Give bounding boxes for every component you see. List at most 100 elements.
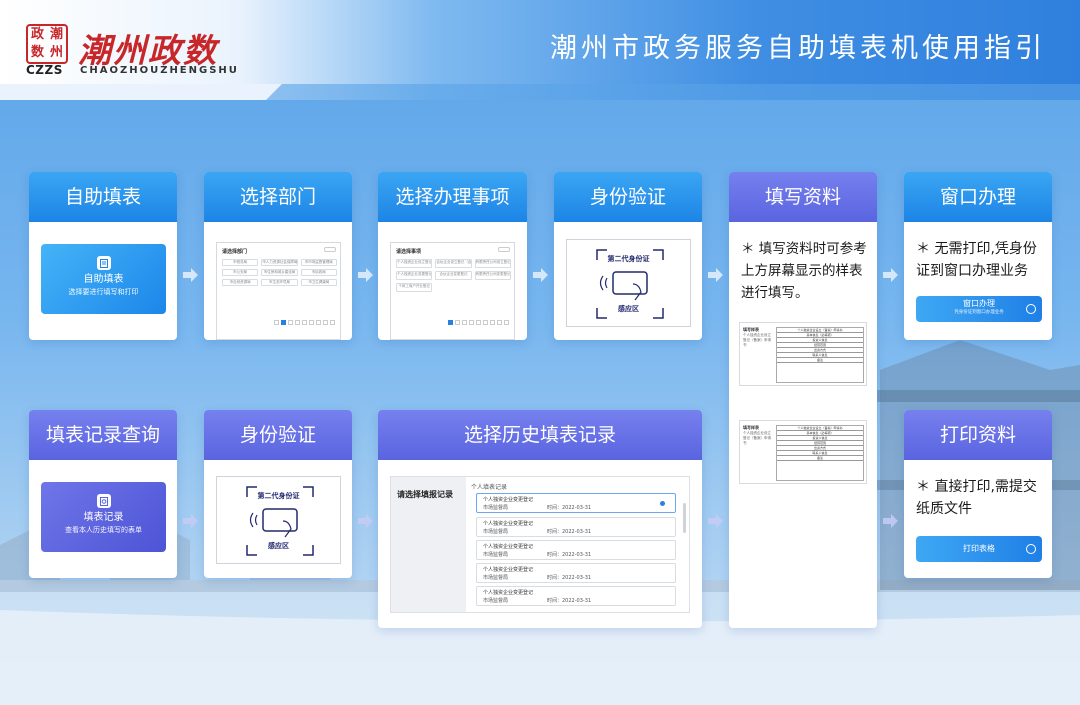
record-time: 时间：2022-03-31 — [547, 598, 592, 604]
logo-char: 州 — [49, 45, 63, 60]
mini-title: 请选择事项 — [396, 249, 422, 255]
record-name: 个人独资企业变更登记 — [483, 521, 534, 527]
form-sample-preview: 填写样表 个人独资企业设立登记（备案）申请书 个人独资企业设立（备案）申请书 基… — [739, 420, 867, 484]
panel-desc: 查看本人历史填写的表单 — [65, 526, 142, 534]
mini-title: 请选择部门 — [222, 249, 248, 255]
sample-side: 填写样表 个人独资企业设立登记（备案）申请书 — [743, 425, 773, 446]
logo-char: 潮 — [49, 27, 63, 42]
history-record[interactable]: 个人独资企业变更登记 市场监督局 时间：2022-03-31 — [476, 586, 676, 606]
step-window-card: 窗口办理 ＊ 无需打印,凭身份证到窗口办理业务 窗口办理 凭身份证到窗口办理业务 — [904, 172, 1052, 340]
pager[interactable] — [448, 320, 509, 325]
window-tip: ＊ 无需打印,凭身份证到窗口办理业务 — [916, 241, 1037, 279]
dept-item[interactable]: 市卫生健康局 — [300, 279, 337, 286]
step-print-card: 打印资料 ＊ 直接打印,需提交纸质文件 打印表格 — [904, 410, 1052, 578]
step-title: 身份验证 — [554, 172, 702, 222]
check-circle-icon — [1026, 544, 1036, 554]
record-name: 个人独资企业变更登记 — [483, 544, 534, 550]
record-dept: 市场监督局 — [483, 552, 509, 558]
sample-side-desc: 个人独资企业设立登记（备案）申请书 — [743, 333, 771, 347]
sample-form: 个人独资企业设立（备案）申请书 基本信息（必填项） 投资人信息 经营范围 出资方… — [776, 327, 864, 383]
sample-form-title: 个人独资企业设立（备案）申请书 — [777, 328, 863, 333]
sample-side-title: 填写样表 — [743, 425, 759, 430]
dept-item[interactable]: 市人力资源社会保障局 — [261, 259, 298, 266]
step-fill-info-card: 填写资料 ＊ 填写资料时可参考上方屏幕显示的样表进行填写。 填写样表 个人独资企… — [729, 172, 877, 628]
document-icon — [96, 256, 111, 270]
matter-item[interactable]: 合伙企业变更登记 — [435, 271, 472, 280]
pager[interactable] — [274, 320, 335, 325]
page-title: 潮州市政务服务自助填表机使用指引 — [550, 33, 1046, 64]
check-circle-icon — [1026, 304, 1036, 314]
history-record[interactable]: 个人独资企业变更登记 市场监督局 时间：2022-03-31 — [476, 517, 676, 537]
step-title: 自助填表 — [29, 172, 177, 222]
brand-title: 潮州政数 — [78, 31, 218, 70]
dept-item[interactable]: 市民政局 — [300, 269, 337, 276]
id-card-icon — [596, 249, 664, 319]
panel-desc: 选择要进行填写和打印 — [68, 288, 139, 296]
dept-item[interactable]: 市生态环境局 — [261, 279, 298, 286]
step-title: 填表记录查询 — [29, 410, 177, 460]
dept-item[interactable]: 市税务局 — [222, 259, 259, 266]
scrollbar[interactable] — [683, 503, 686, 533]
step-title: 选择历史填表记录 — [378, 410, 702, 460]
step-title: 窗口办理 — [904, 172, 1052, 222]
print-form-button[interactable]: 打印表格 — [916, 536, 1042, 562]
sample-form-row: 基本信息（必填项） — [777, 431, 863, 436]
matter-item[interactable]: 有限责任公司变更登记 — [474, 271, 511, 280]
sample-side: 填写样表 个人独资企业设立登记（备案）申请书 — [743, 327, 773, 348]
record-query-button[interactable]: 填表记录 查看本人历史填写的表单 — [41, 482, 166, 552]
sample-form-title: 个人独资企业设立（备案）申请书 — [777, 426, 863, 431]
matter-screen-preview: 请选择事项 个人独资企业设立登记 合伙企业设立登记（含合伙人变更） 有限责任公司… — [390, 242, 515, 340]
dept-item[interactable]: 市公安局 — [222, 269, 259, 276]
sample-form-row: 备注 — [777, 358, 863, 363]
matter-item[interactable]: 个人独资企业变更登记 — [396, 271, 433, 280]
record-dept: 市场监督局 — [483, 529, 509, 535]
arrow-right-icon — [358, 268, 373, 282]
panel-title: 自助填表 — [83, 274, 124, 285]
arrow-right-icon — [533, 268, 548, 282]
sample-side-title: 填写样表 — [743, 327, 759, 332]
dept-grid: 市税务局 市人力资源社会保障局 市市场监督管理局 市公安局 市住房和城乡建设局 … — [222, 259, 337, 286]
step-select-matter-card: 选择办理事项 请选择事项 个人独资企业设立登记 合伙企业设立登记（含合伙人变更）… — [378, 172, 527, 340]
dept-item[interactable]: 市住房和城乡建设局 — [261, 269, 298, 276]
record-icon — [96, 494, 111, 508]
dept-item[interactable]: 市市场监督管理局 — [300, 259, 337, 266]
sample-form-row: 经营范围 — [777, 343, 863, 348]
matter-item[interactable]: 个人独资企业设立登记 — [396, 259, 433, 268]
sample-form-row: 出资方式 — [777, 446, 863, 451]
step-self-fill-card: 自助填表 自助填表 选择要进行填写和打印 — [29, 172, 177, 340]
matter-item[interactable]: 有限责任公司设立登记 — [474, 259, 511, 268]
history-record[interactable]: 个人独资企业变更登记 市场监督局 时间：2022-03-31 — [476, 540, 676, 560]
sample-form-row: 经营范围 — [777, 441, 863, 446]
matter-item[interactable]: 合伙企业设立登记（含合伙人变更） — [435, 259, 472, 268]
logo-char: 数 — [30, 45, 44, 60]
brand-subtitle: CHAOZHOUZHENGSHU — [80, 65, 239, 76]
close-icon — [498, 247, 510, 252]
window-handle-button[interactable]: 窗口办理 凭身份证到窗口办理业务 — [916, 296, 1042, 322]
record-time: 时间：2022-03-31 — [547, 552, 592, 558]
selected-dot-icon — [660, 501, 665, 506]
arrow-right-icon — [708, 514, 723, 528]
history-record[interactable]: 个人独资企业变更登记 市场监督局 时间：2022-03-31 — [476, 563, 676, 583]
step-id-verify-card: 身份验证 第二代身份证 感应区 — [554, 172, 702, 340]
step-title: 选择办理事项 — [378, 172, 527, 222]
header-divider — [0, 84, 1080, 100]
step-title: 身份验证 — [204, 410, 352, 460]
matter-item[interactable]: 个体工商户开业登记 — [396, 283, 433, 292]
history-record[interactable]: 个人独资企业变更登记 市场监督局 时间：2022-03-31 — [476, 493, 676, 513]
id-card-label: 第二代身份证 — [257, 492, 300, 500]
logo-char: 政 — [30, 27, 44, 42]
history-preview: 请选择填报记录 个人填表记录 个人独资企业变更登记 市场监督局 时间：2022-… — [390, 476, 690, 613]
arrow-right-icon — [708, 268, 723, 282]
sample-side-desc: 个人独资企业设立登记（备案）申请书 — [743, 431, 771, 445]
id-card-label: 第二代身份证 — [607, 255, 650, 263]
dept-item[interactable]: 市自然资源局 — [222, 279, 259, 286]
id-reader-preview: 第二代身份证 感应区 — [216, 476, 341, 564]
self-fill-button[interactable]: 自助填表 选择要进行填写和打印 — [41, 244, 166, 314]
record-name: 个人独资企业变更登记 — [483, 497, 534, 503]
dept-screen-preview: 请选择部门 市税务局 市人力资源社会保障局 市市场监督管理局 市公安局 市住房和… — [216, 242, 341, 340]
button-label: 打印表格 — [963, 544, 995, 553]
step-title: 打印资料 — [904, 410, 1052, 460]
history-side-label: 请选择填报记录 — [397, 490, 453, 499]
print-tip: ＊ 直接打印,需提交纸质文件 — [916, 479, 1037, 517]
close-icon — [324, 247, 336, 252]
